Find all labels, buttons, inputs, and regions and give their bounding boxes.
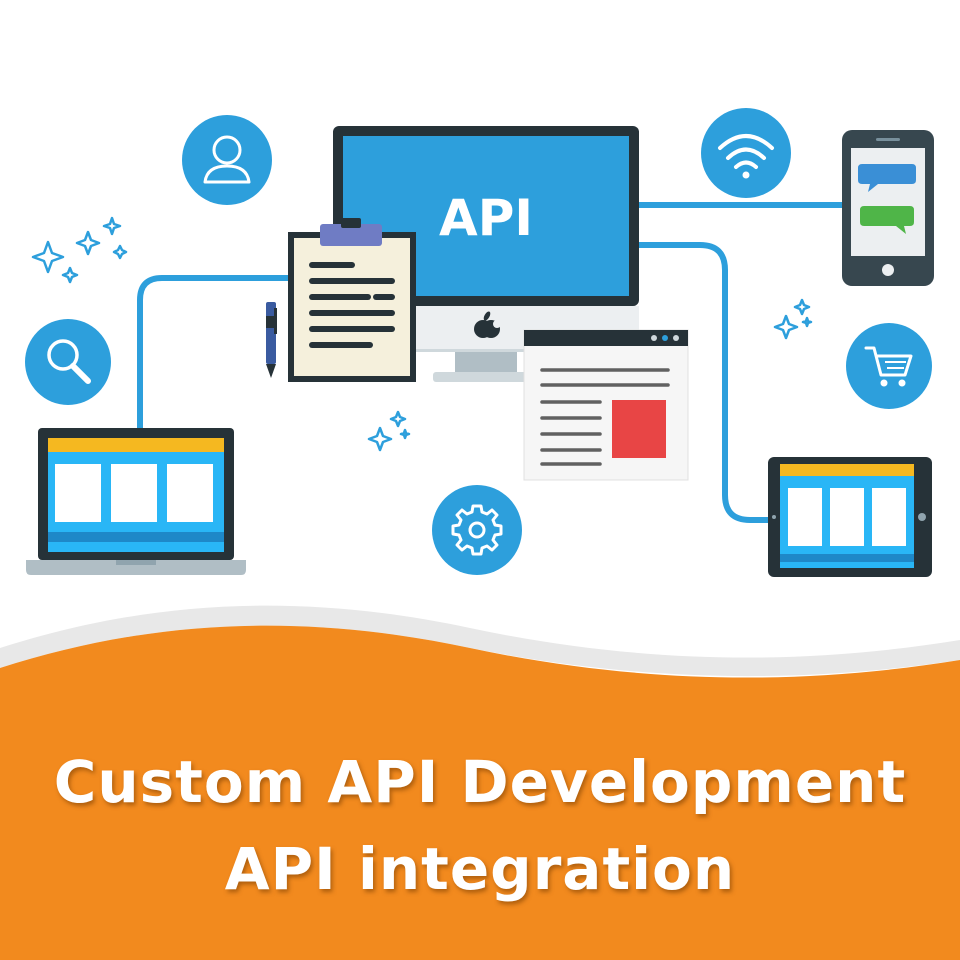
screen-label: API (439, 189, 533, 247)
pen-icon (266, 302, 277, 378)
bottom-banner (0, 605, 960, 960)
sparkle-icon (31, 216, 813, 452)
clipboard (288, 218, 416, 382)
user-icon[interactable] (182, 115, 272, 205)
search-icon[interactable] (25, 319, 111, 405)
connector-lines (137, 202, 851, 523)
cart-icon[interactable] (846, 323, 932, 409)
wifi-icon[interactable] (701, 108, 791, 198)
web-page-window (523, 329, 689, 481)
apple-logo-icon (474, 311, 501, 338)
caption-line-2: API integration (224, 835, 736, 903)
smartphone (842, 130, 934, 286)
laptop (26, 428, 246, 575)
caption-line-1: Custom API Development (53, 748, 907, 816)
tablet (768, 457, 932, 577)
gear-icon[interactable] (432, 485, 522, 575)
